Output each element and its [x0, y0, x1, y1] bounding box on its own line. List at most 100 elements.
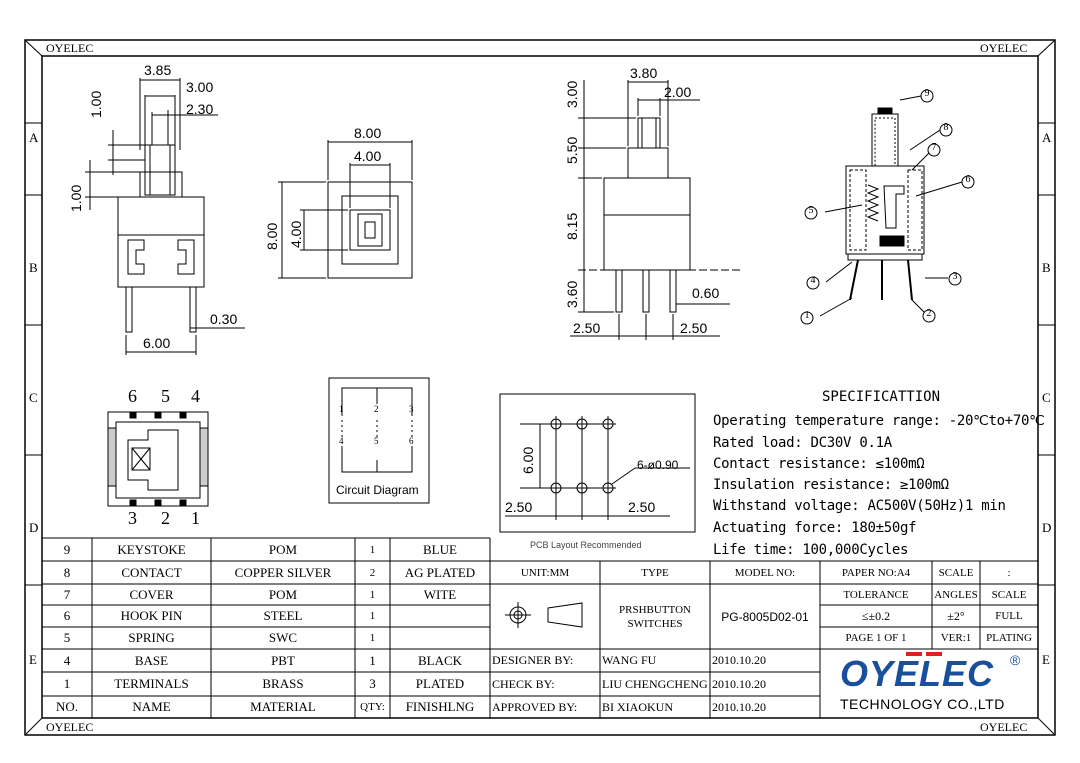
bom-header-material: MATERIAL	[250, 699, 316, 714]
balloon-6: 6	[965, 174, 971, 185]
circuit-diagram	[328, 377, 430, 504]
zone-letter-b-left: B	[29, 260, 38, 275]
table-row-finish: BLUE	[423, 541, 457, 557]
table-row-finish: BLACK	[417, 652, 463, 668]
balloon-3: 3	[952, 271, 958, 282]
dim-2-00: 2.00	[664, 84, 692, 100]
check-label: CHECK BY:	[492, 676, 555, 691]
balloon-2: 2	[926, 308, 932, 319]
pcb-hole-dim: 6-ø0.90	[637, 458, 679, 472]
dim-4-00-h: 4.00	[288, 220, 304, 248]
circuit-pin-5: 5	[374, 436, 379, 446]
table-row-material: SWC	[268, 630, 298, 645]
tolerance-value: ≤±0.2	[861, 608, 891, 623]
table-row-material: PBT	[271, 652, 295, 668]
pin-1: 1	[191, 508, 200, 528]
dim-6-00: 6.00	[143, 335, 171, 351]
spec-title: SPECIFICATTION	[822, 389, 941, 405]
balloon-4: 4	[810, 275, 816, 286]
spec-line-1: Operating temperature range: -20℃to+70℃	[713, 413, 1045, 429]
projection-symbol	[505, 602, 583, 628]
zone-letter-e-left: E	[29, 652, 37, 667]
table-row-no: 7	[63, 586, 71, 602]
table-row-qty: 1	[369, 610, 376, 622]
table-row-no: 4	[63, 652, 71, 668]
table-row-no: 1	[63, 676, 71, 691]
bom-header-no: NO.	[55, 699, 79, 714]
logo-registered: ®	[1010, 652, 1021, 668]
corner-brand-tr: OYELEC	[980, 41, 1028, 55]
table-row-qty: 1	[369, 543, 376, 556]
checker-name: LIU CHENGCHENG	[602, 676, 708, 691]
table-row-name: TERMINALS	[114, 676, 189, 691]
model-value: PG-8005D02-01	[721, 609, 809, 624]
table-row-finish: PLATED	[415, 676, 465, 691]
table-row-name: BASE	[134, 652, 169, 668]
dim-8-15: 8.15	[564, 212, 580, 240]
table-row-material: POM	[268, 586, 298, 602]
unit-label: UNIT:MM	[520, 566, 570, 579]
scale2-label: SCALE	[991, 588, 1027, 601]
model-label: MODEL NO:	[734, 566, 796, 579]
spec-line-5: Withstand voltage: AC500V(50Hz)1 min	[713, 498, 1006, 514]
pin-4: 4	[191, 386, 200, 406]
zone-letter-c-right: C	[1042, 390, 1051, 405]
dim-3-85: 3.85	[144, 62, 172, 78]
approved-label: APPROVED BY:	[492, 699, 578, 714]
table-row-no: 8	[63, 564, 71, 580]
corner-brand-br: OYELEC	[980, 720, 1028, 734]
dim-3-80: 3.80	[630, 65, 658, 81]
balloon-1: 1	[804, 310, 810, 321]
logo-text: OYELEC	[840, 653, 995, 694]
angles-label: ANGLES	[934, 588, 978, 601]
dim-4-00-w: 4.00	[354, 148, 382, 164]
circuit-pin-3: 3	[409, 404, 414, 414]
side-view-right	[570, 80, 740, 340]
circuit-label: Circuit Diagram	[336, 483, 419, 497]
table-row-no: 6	[63, 608, 71, 623]
zone-letter-d-right: D	[1042, 520, 1052, 535]
tolerance-label: TOLERANCE	[843, 588, 909, 601]
spec-line-3: Contact resistance: ≤100mΩ	[713, 456, 925, 472]
dim-2-30: 2.30	[186, 101, 214, 117]
dim-3-00-v: 3.00	[564, 80, 580, 108]
dim-2-50-a: 2.50	[573, 320, 601, 336]
table-row-finish	[390, 605, 490, 627]
type-value: PRSHBUTTON SWITCHES	[619, 604, 691, 630]
dim-1-00-upper: 1.00	[88, 90, 104, 118]
circuit-pin-6: 6	[409, 436, 414, 446]
pin-6: 6	[128, 386, 137, 406]
dim-8-00-h: 8.00	[264, 222, 280, 250]
inner-frame	[41, 55, 1039, 719]
side-view-left	[85, 78, 245, 355]
dim-0-60: 0.60	[692, 285, 720, 301]
zone-letter-a-left: A	[29, 130, 39, 145]
spec-line-6: Actuating force: 180±50gf	[713, 520, 917, 536]
table-row-no: 5	[63, 630, 71, 645]
balloon-9: 9	[924, 88, 930, 99]
table-row-qty: 1	[369, 652, 376, 668]
approver-name: BI XIAOKUN	[602, 699, 673, 714]
section-view	[800, 89, 975, 325]
zone-letter-c-left: C	[29, 390, 38, 405]
designer-label: DESIGNER BY:	[492, 653, 574, 667]
scale-value: FULL	[995, 610, 1023, 622]
type-label: TYPE	[641, 566, 669, 579]
balloon-7: 7	[931, 142, 937, 153]
zone-letter-a-right: A	[1042, 130, 1052, 145]
bom-header-finish: FINISHLNG	[405, 699, 475, 714]
top-view	[278, 140, 413, 279]
table-grid	[42, 537, 1038, 718]
angles-value: ±2°	[947, 608, 965, 623]
pcb-dim-6-00: 6.00	[520, 446, 536, 474]
table-row-name: CONTACT	[121, 564, 182, 580]
scale-label: SCALE	[938, 566, 974, 579]
balloon-5: 5	[808, 205, 814, 216]
pin-2: 2	[161, 508, 170, 528]
table-row-qty: 1	[369, 632, 376, 644]
table-row-material: BRASS	[262, 676, 304, 691]
ver-label: VER:1	[940, 632, 972, 644]
table-row-qty: 3	[369, 676, 376, 691]
dim-0-30: 0.30	[210, 311, 238, 327]
